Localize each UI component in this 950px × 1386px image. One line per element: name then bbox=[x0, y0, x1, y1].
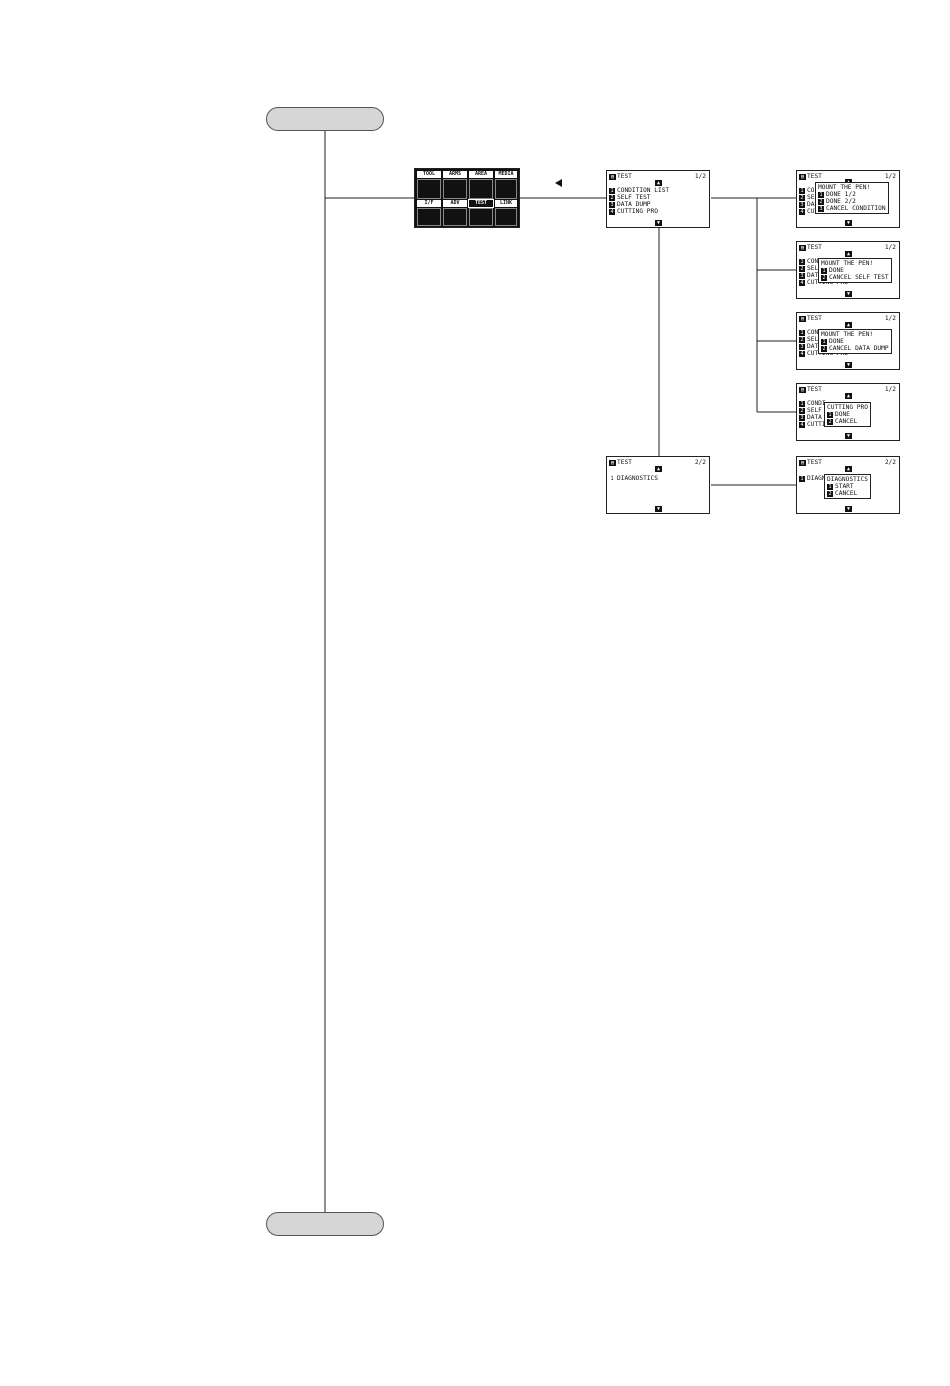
scroll-down-icon[interactable]: ▼ bbox=[655, 506, 662, 512]
scroll-up-icon[interactable]: ▲ bbox=[845, 251, 852, 257]
page-indicator: 2/2 bbox=[694, 459, 706, 466]
adv-image-icon bbox=[443, 208, 467, 226]
screen-title: TEST bbox=[807, 244, 822, 251]
screen-title: TEST bbox=[617, 459, 632, 466]
menu-tab-test: TEST bbox=[468, 199, 494, 208]
menu-tab-area: AREA bbox=[469, 171, 493, 178]
flow-start-terminal bbox=[266, 107, 384, 131]
scroll-down-icon[interactable]: ▼ bbox=[845, 433, 852, 439]
page-indicator: 1/2 bbox=[884, 244, 896, 251]
scroll-down-icon[interactable]: ▼ bbox=[655, 220, 662, 226]
page-indicator: 1/2 bbox=[884, 315, 896, 322]
test-icon: ▤ bbox=[609, 459, 616, 466]
link-image-icon bbox=[495, 208, 517, 226]
menu-tab-arms: ARMS bbox=[443, 171, 467, 178]
media-image-icon bbox=[495, 179, 517, 199]
scroll-down-icon[interactable]: ▼ bbox=[845, 291, 852, 297]
scroll-up-icon[interactable]: ▲ bbox=[655, 466, 662, 472]
scroll-down-icon[interactable]: ▼ bbox=[845, 362, 852, 368]
page-indicator: 1/2 bbox=[884, 386, 896, 393]
screen-title: TEST bbox=[617, 173, 632, 180]
flow-end-terminal bbox=[266, 1212, 384, 1236]
page-indicator: 1/2 bbox=[694, 173, 706, 180]
page-indicator: 2/2 bbox=[884, 459, 896, 466]
area-image-icon bbox=[469, 179, 493, 199]
scroll-down-icon[interactable]: ▼ bbox=[845, 506, 852, 512]
scroll-up-icon[interactable]: ▲ bbox=[845, 393, 852, 399]
scroll-down-icon[interactable]: ▼ bbox=[845, 220, 852, 226]
menu-tab-tool: TOOL bbox=[417, 171, 441, 178]
test-icon: ▤ bbox=[799, 459, 806, 466]
screen-title: TEST bbox=[807, 173, 822, 180]
screen-title: TEST bbox=[807, 386, 822, 393]
test-icon: ▤ bbox=[799, 386, 806, 393]
test-icon: ▤ bbox=[799, 244, 806, 251]
test-icon: ▤ bbox=[799, 315, 806, 322]
test-icon: ▤ bbox=[609, 173, 616, 180]
menu-tab-link: LINK bbox=[495, 200, 517, 207]
direction-arrow-icon bbox=[555, 179, 562, 187]
menu-tab-media: MEDIA bbox=[495, 171, 517, 178]
page-indicator: 1/2 bbox=[884, 173, 896, 180]
tool-image-icon bbox=[417, 179, 441, 199]
screen-title: TEST bbox=[807, 459, 822, 466]
scroll-up-icon[interactable]: ▲ bbox=[655, 180, 662, 186]
screen-title: TEST bbox=[807, 315, 822, 322]
arms-image-icon bbox=[443, 179, 467, 199]
test-icon: ▤ bbox=[799, 173, 806, 180]
test-image-icon bbox=[469, 208, 493, 226]
menu-tab-if: I/F bbox=[417, 200, 441, 207]
if-image-icon bbox=[417, 208, 441, 226]
menu-tab-adv: ADV bbox=[443, 200, 467, 207]
menu-screen: TOOL ARMS AREA MEDIA I/F ADV TEST LINK bbox=[414, 168, 520, 228]
scroll-up-icon[interactable]: ▲ bbox=[845, 322, 852, 328]
scroll-up-icon[interactable]: ▲ bbox=[845, 466, 852, 472]
